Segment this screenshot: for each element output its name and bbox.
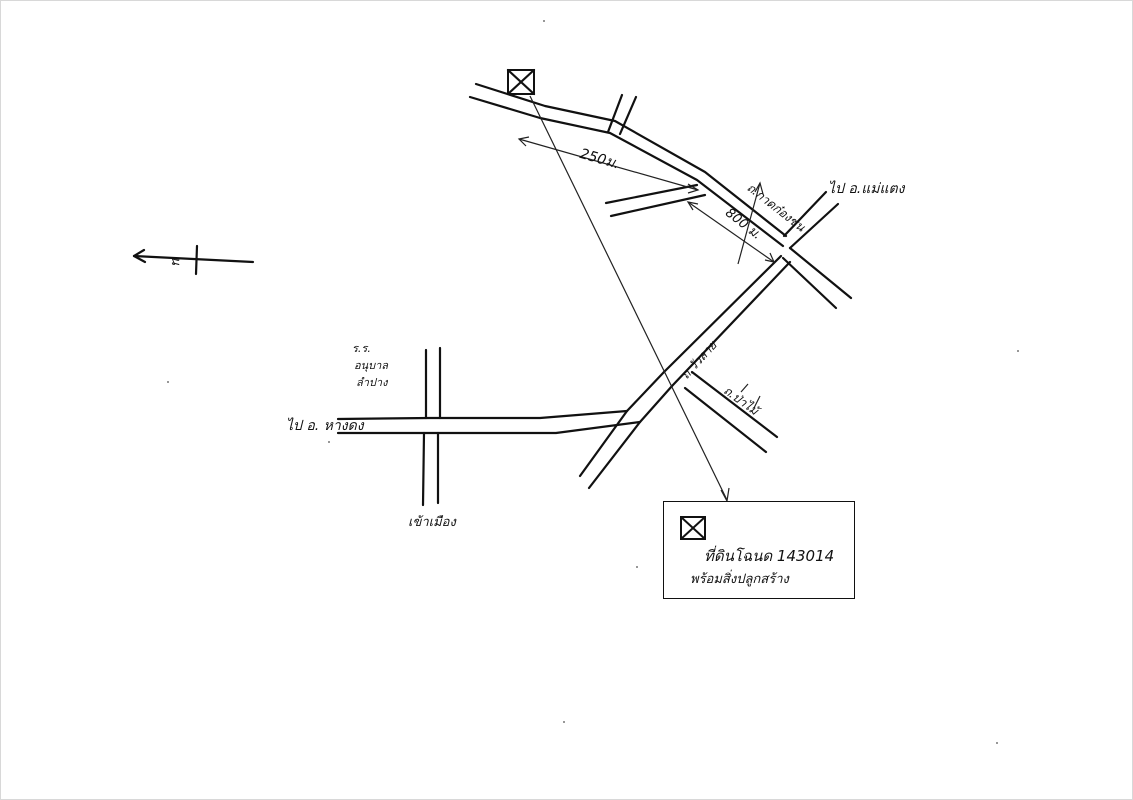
distance-250-arrow <box>517 136 700 194</box>
label-distance-250: 250ม. <box>578 146 621 173</box>
road-to-hang-dong <box>336 409 642 435</box>
side-road-west <box>604 183 707 218</box>
paper-speck <box>636 566 638 568</box>
road-to-mae-taeng <box>781 190 853 310</box>
road-pa-mai <box>683 370 779 454</box>
label-to-hang-dong: ไป อ. หางดง <box>286 417 365 434</box>
junction-tick <box>737 182 761 265</box>
legend-subtitle: พร้อมสิ่งปลูกสร้าง <box>690 572 789 587</box>
side-road-north <box>606 93 638 136</box>
legend-box: ที่ดินโฉนด 143014 พร้อมสิ่งปลูกสร้าง <box>663 501 855 599</box>
pointer-line <box>529 95 730 503</box>
paper-speck <box>167 381 169 383</box>
label-school: ร.ร. อนุบาล ลำปาง <box>352 342 392 389</box>
north-arrow-icon: น <box>132 244 255 276</box>
road-to-city <box>421 346 442 507</box>
label-to-mae-taeng: ไป อ.แม่แตง <box>828 180 906 197</box>
paper-speck <box>1017 350 1019 352</box>
north-label: น <box>168 256 183 266</box>
boxed-x-icon <box>680 516 706 540</box>
distance-800-arrow <box>686 201 776 263</box>
label-distance-800: 800 ม. <box>722 206 764 243</box>
paper-speck <box>328 441 330 443</box>
tick-pa-mai-1 <box>740 383 749 393</box>
junction-tick-head <box>754 181 764 195</box>
label-to-city: เข้าเมือง <box>408 515 457 530</box>
paper-speck <box>543 20 545 22</box>
paper-speck <box>563 721 565 723</box>
tick-pa-mai-2 <box>753 395 761 409</box>
label-road-wua-lai: ถ.วัวลาย <box>678 338 720 382</box>
site-marker-icon <box>506 68 536 96</box>
legend-title: ที่ดินโฉนด 143014 <box>704 547 835 565</box>
main-road <box>468 82 788 248</box>
paper-speck <box>996 742 998 744</box>
